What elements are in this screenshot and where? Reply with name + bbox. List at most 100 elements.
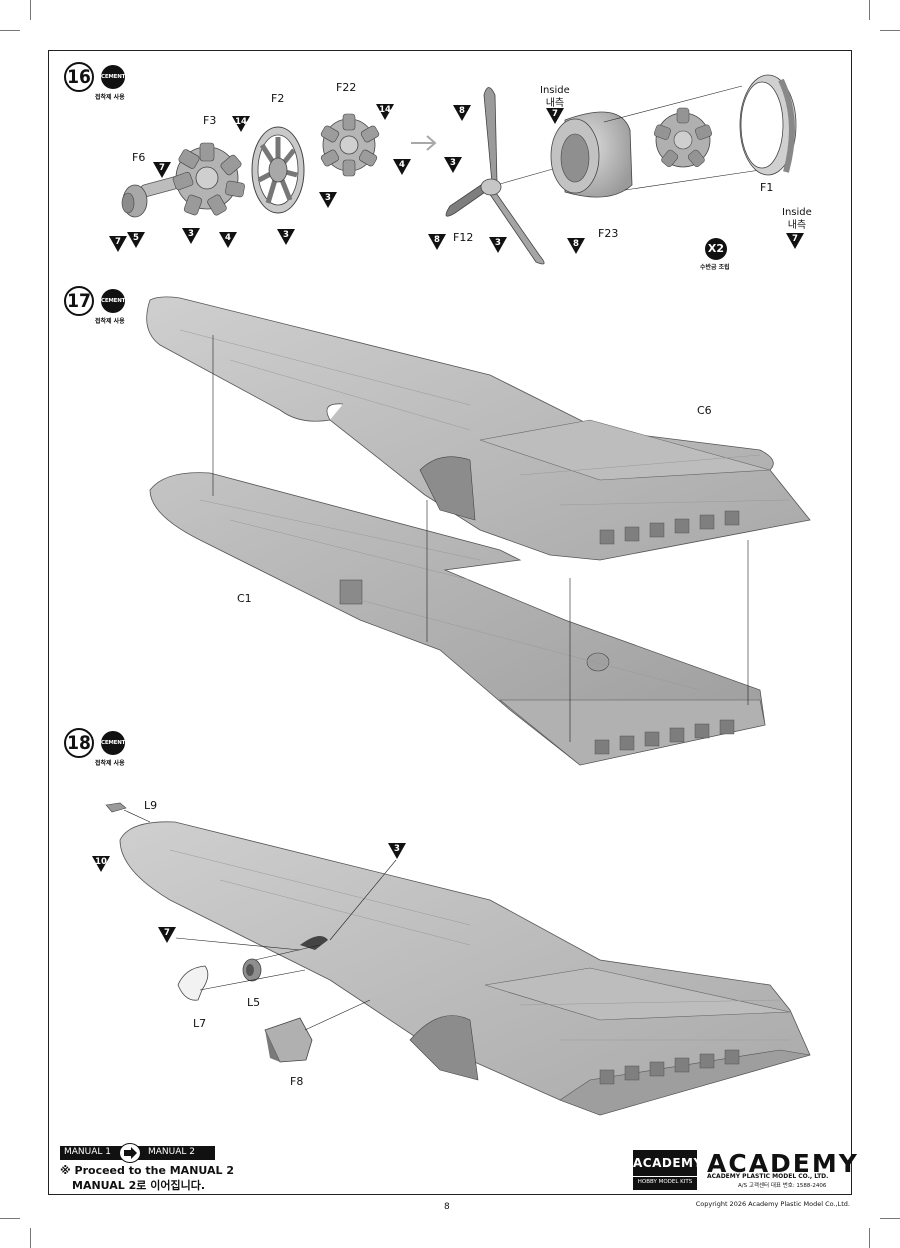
academy-logo: ACADEMY: [707, 1149, 859, 1178]
engine-assembly: [653, 107, 713, 168]
color-callout: 7: [153, 162, 171, 178]
callout-number: 8: [573, 239, 579, 249]
part-f3: [172, 142, 245, 216]
brand-box-title: ACADEMY: [633, 1156, 703, 1170]
part-label-c1: C1: [237, 592, 252, 605]
inside-note-cowling: Inside 내측: [540, 84, 570, 110]
proceed-ko: MANUAL 2로 이어집니다.: [72, 1179, 205, 1192]
instruction-frame: [48, 50, 852, 1195]
proceed-note: ※ Proceed to the MANUAL 2 MANUAL 2로 이어집니…: [60, 1163, 234, 1193]
part-label-f2: F2: [271, 92, 285, 105]
callout-number: 3: [450, 158, 456, 168]
cement-note: 접착제 사용: [95, 318, 125, 325]
callout-number: 3: [283, 230, 289, 240]
color-callout: 3: [444, 157, 462, 173]
callout-number: 3: [325, 193, 331, 203]
crop-mark: [0, 1218, 20, 1219]
alignment-lines: [212, 335, 749, 742]
step-number: 17: [64, 286, 94, 316]
part-label-f6: F6: [132, 151, 146, 164]
cement-note: 접착제 사용: [95, 94, 125, 101]
callout-number: 10: [95, 857, 107, 867]
part-f22: [320, 113, 380, 177]
as-phone: A/S 고객센터 대표 번호: 1588-2406: [738, 1183, 827, 1189]
inside-ko: 내측: [545, 98, 565, 109]
part-l5-light: [242, 958, 262, 982]
part-label-f12: F12: [453, 231, 474, 244]
crop-mark: [869, 0, 870, 20]
callout-number: 7: [792, 234, 798, 244]
part-f1-ring: [739, 74, 797, 176]
part-f23-cowling: [550, 85, 761, 198]
step18-wing: [119, 821, 811, 1116]
callout-number: 8: [459, 106, 465, 116]
page-number: 8: [444, 1202, 450, 1212]
color-callout: 8: [453, 105, 471, 121]
color-callout: 4: [219, 232, 237, 248]
copyright: Copyright 2026 Academy Plastic Model Co.…: [695, 1200, 850, 1208]
part-c6-upper-wing: [146, 296, 811, 561]
crop-mark: [880, 1218, 900, 1219]
callout-number: 7: [552, 109, 558, 119]
proceed-en: ※ Proceed to the MANUAL 2: [60, 1164, 235, 1177]
color-callout: 8: [567, 238, 585, 254]
crop-mark: [30, 1228, 31, 1248]
part-l9: [105, 802, 127, 813]
x2-note: 수반금 조립: [700, 264, 730, 271]
color-callout: 7: [546, 108, 564, 124]
part-f8: [264, 1017, 313, 1063]
color-callout: 3: [182, 228, 200, 244]
color-callout: 7: [786, 233, 804, 249]
crop-mark: [869, 1228, 870, 1248]
inside-en: Inside: [782, 207, 812, 218]
academy-box-logo: ACADEMY HOBBY MODEL KITS: [633, 1150, 703, 1190]
cement-note: 접착제 사용: [95, 760, 125, 767]
step-number: 18: [64, 728, 94, 758]
color-callout: 3: [319, 192, 337, 208]
part-label-l7: L7: [193, 1017, 207, 1030]
manual-to: MANUAL 2: [148, 1147, 195, 1157]
part-label-c6: C6: [697, 404, 712, 417]
guide-arrow: [411, 135, 437, 151]
color-callout: 10: [92, 856, 110, 872]
callout-number: 8: [434, 235, 440, 245]
part-label-f23: F23: [598, 227, 619, 240]
color-callout: 3: [489, 237, 507, 253]
callout-number: 4: [225, 233, 231, 243]
brand-box-sub: HOBBY MODEL KITS: [633, 1176, 697, 1185]
alignment-lines-18: [123, 809, 397, 1031]
crop-mark: [30, 0, 31, 20]
callout-number: 7: [115, 237, 121, 247]
color-callout: 7: [109, 236, 127, 252]
callout-number: 7: [164, 928, 170, 938]
cement-icon: CEMENT: [101, 731, 125, 755]
cement-icon: CEMENT: [101, 65, 125, 89]
color-callout: 7: [158, 927, 176, 943]
callout-number: 5: [133, 233, 139, 243]
cement-icon: CEMENT: [101, 289, 125, 313]
color-callout: 8: [428, 234, 446, 250]
callout-number: 7: [159, 163, 165, 173]
inside-en: Inside: [540, 85, 570, 96]
step-number: 16: [64, 62, 94, 92]
callout-number: 4: [399, 160, 405, 170]
part-label-f8: F8: [290, 1075, 304, 1088]
part-label-f3: F3: [203, 114, 217, 127]
callout-number: 3: [495, 238, 501, 248]
part-label-f22: F22: [336, 81, 357, 94]
color-callout: 4: [393, 159, 411, 175]
part-l7-lens: [177, 965, 209, 1001]
inside-note-ring: Inside 내측: [782, 206, 812, 232]
part-c1-lower-wing: [149, 472, 766, 766]
crop-mark: [880, 30, 900, 31]
arrow-right-icon: [119, 1143, 141, 1163]
part-f12-propeller: [445, 87, 561, 265]
callout-number: 3: [394, 844, 400, 854]
color-callout: 14: [376, 104, 394, 120]
color-callout: 14: [232, 116, 250, 132]
color-callout: 5: [127, 232, 145, 248]
part-label-l9: L9: [144, 799, 158, 812]
manual-from: MANUAL 1: [64, 1147, 111, 1157]
color-callout: 3: [388, 843, 406, 859]
